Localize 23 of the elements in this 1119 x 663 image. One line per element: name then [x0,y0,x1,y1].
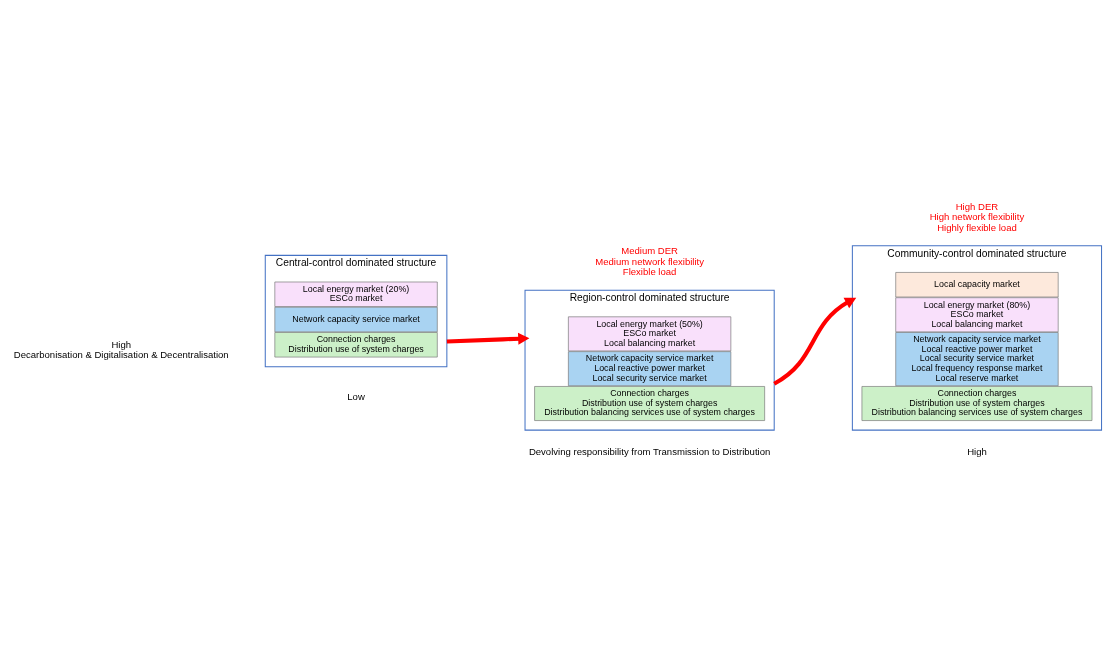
label: Highly flexible load [937,221,1017,233]
node-box: Network capacity service market Local reactive power market Local security service market Local frequency response market Local reserve market [895,331,1059,386]
arrow [773,297,857,385]
node-box: Local energy market (50%) ESCo market Local balancing market [568,315,732,351]
label: Flexible load [622,265,677,277]
node-box: Connection charges Distribution use of system charges Distribution balancing services use of system charges [534,385,765,421]
label: Decarbonisation & Digitalisation & Decentralisation [13,348,229,360]
node-box: Local capacity market [895,271,1059,297]
node-box: Network capacity service market [274,306,438,332]
label: High network flexibility [929,210,1025,222]
arrow [446,332,530,345]
label: Devolving responsibility from Transmission to Distribution [528,445,771,457]
node-box: Connection charges Distribution use of system charges Distribution balancing services use of system charges [861,385,1093,421]
label: High DER [955,200,999,212]
node-box: Local energy market (20%) ESCo market [274,281,438,307]
label: Low [347,390,365,402]
label: Medium DER [621,244,678,256]
node-box: Network capacity service market Local reactive power market Local security service market [568,350,732,386]
node-box: Local energy market (80%) ESCo market Local balancing market [895,296,1059,332]
node-box: Connection charges Distribution use of system charges [274,331,438,357]
label: High [967,445,987,457]
label: Medium network flexibility [595,255,704,267]
label: High [111,338,132,350]
